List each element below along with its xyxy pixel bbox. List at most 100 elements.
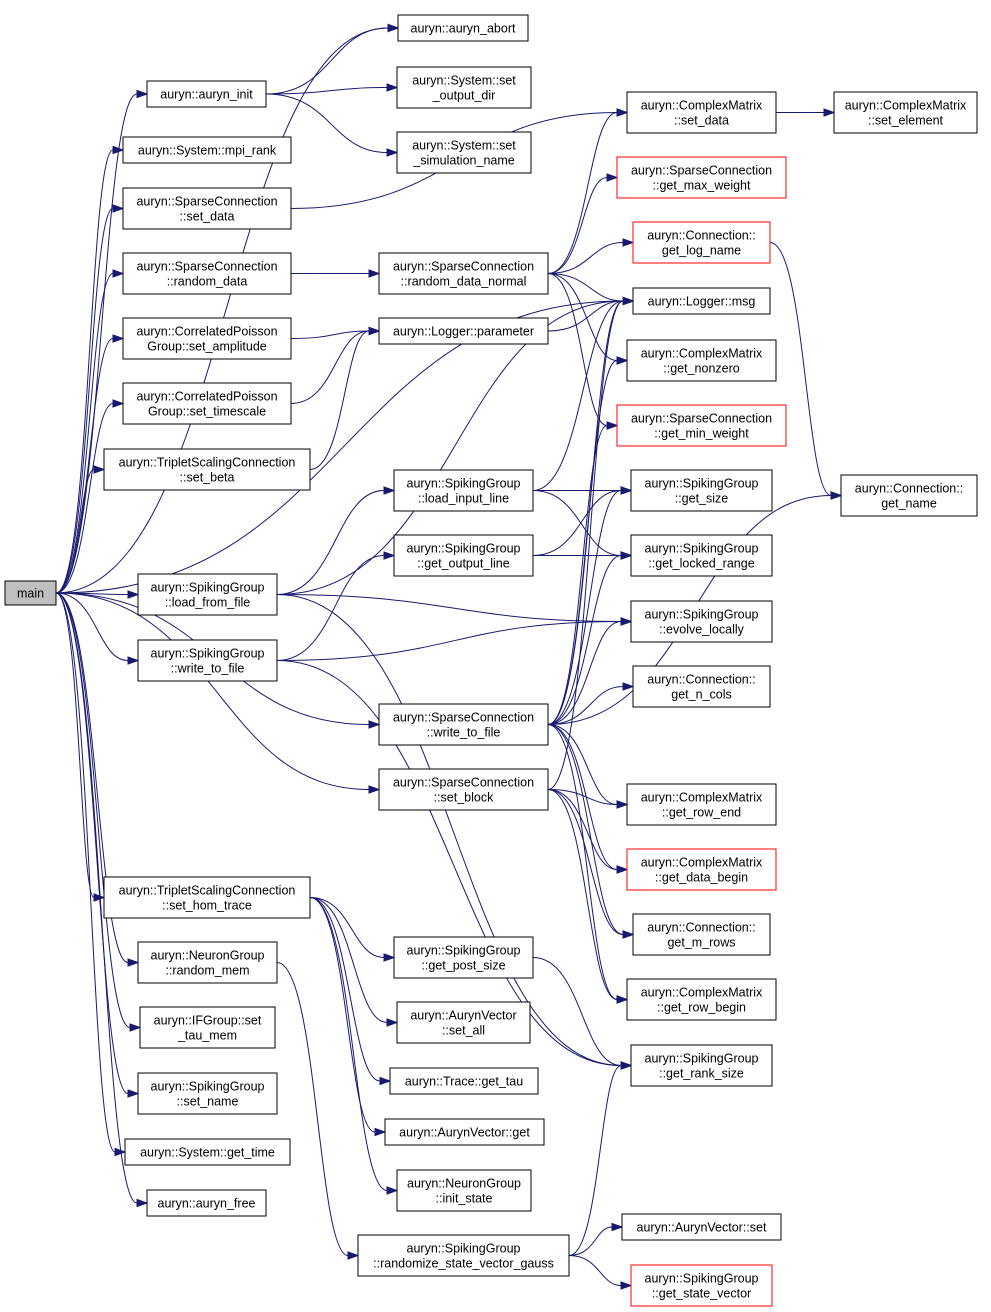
node-label: get_n_cols [671,688,731,702]
node-sc_wtf[interactable]: auryn::SparseConnection::write_to_file [378,703,549,746]
node-label: ::get_rank_size [659,1067,744,1081]
node-ng_randmem[interactable]: auryn::NeuronGroup::random_mem [137,941,278,984]
node-sc_maxw[interactable]: auryn::SparseConnection::get_max_weight [616,156,787,199]
node-box [378,703,549,746]
node-tsc_beta[interactable]: auryn::TripletScalingConnection::set_bet… [103,448,311,491]
node-c_mrows[interactable]: auryn::Connection::get_m_rows [632,913,771,956]
node-ng_init[interactable]: auryn::NeuronGroup::init_state [396,1169,532,1212]
node-abort[interactable]: auryn::auryn_abort [397,14,529,42]
node-label: ::load_input_line [418,492,509,506]
node-free[interactable]: auryn::auryn_free [146,1189,267,1217]
node-sc_block[interactable]: auryn::SparseConnection::set_block [378,768,549,811]
node-box [4,580,57,606]
node-c_getname[interactable]: auryn::Connection::get_name [840,474,978,517]
node-box [378,317,549,345]
node-box [139,1006,276,1049]
node-label: auryn::SpikingGroup [151,1080,265,1094]
node-box [616,156,787,199]
call-edges [55,23,843,1290]
node-label: Group::set_timescale [148,405,266,419]
node-box [632,287,771,315]
node-sg_locked[interactable]: auryn::SpikingGroup::get_locked_range [630,534,773,577]
node-label: auryn::SpikingGroup [407,477,521,491]
edge-sc_rdn-to-cm_setdata [547,108,629,274]
node-sg_statevec[interactable]: auryn::SpikingGroup::get_state_vector [630,1264,773,1307]
node-label: ::get_state_vector [652,1287,751,1301]
node-label: auryn::TripletScalingConnection [119,456,296,470]
node-cm_databegin[interactable]: auryn::ComplexMatrix::get_data_begin [626,848,777,891]
node-box [122,382,292,425]
node-label: ::init_state [436,1192,493,1206]
node-mpirank[interactable]: auryn::System::mpi_rank [122,136,292,164]
node-av_setall[interactable]: auryn::AurynVector::set_all [396,1001,531,1044]
edge-sc_randdata-to-sc_rdn [291,269,381,278]
node-sg_load[interactable]: auryn::SpikingGroup::load_from_file [137,573,278,616]
node-sc_setdata[interactable]: auryn::SparseConnection::set_data [122,187,292,230]
edge-sg_getout-to-sg_size [532,486,633,556]
edge-tsc_beta-to-logparam [309,326,381,470]
edge-sg_rsvg-to-av_set [568,1222,624,1256]
node-label: auryn::CorrelatedPoisson [136,325,277,339]
node-av_set[interactable]: auryn::AurynVector::set [621,1213,782,1241]
node-label: auryn::Connection:: [647,921,755,935]
node-if_tau[interactable]: auryn::IFGroup::set_tau_mem [139,1006,276,1049]
edge-sc_wtf-to-cm_databegin [547,724,629,874]
node-label: auryn::SparseConnection [393,711,534,725]
node-sg_getout[interactable]: auryn::SpikingGroup::get_output_line [393,534,534,577]
node-cm_rowbegin[interactable]: auryn::ComplexMatrix::get_row_begin [626,978,777,1021]
node-tsc_hom[interactable]: auryn::TripletScalingConnection::set_hom… [103,876,311,919]
node-gettime[interactable]: auryn::System::get_time [124,1138,291,1166]
node-c_ncols[interactable]: auryn::Connection::get_n_cols [632,665,771,708]
node-box [396,66,532,109]
node-logmsg[interactable]: auryn::Logger::msg [632,287,771,315]
edge-sc_block-to-cm_rowend [547,789,629,809]
node-sg_loadin[interactable]: auryn::SpikingGroup::load_input_line [393,469,534,512]
node-sc_minw[interactable]: auryn::SparseConnection::get_min_weight [616,404,787,447]
node-box [137,1072,278,1115]
node-init[interactable]: auryn::auryn_init [146,80,267,108]
node-sg_rsvg[interactable]: auryn::SpikingGroup::randomize_state_vec… [357,1234,570,1277]
node-label: auryn::System::get_time [140,1146,275,1160]
node-c_logname[interactable]: auryn::Connection::get_log_name [632,221,771,264]
node-simname[interactable]: auryn::System::set_simulation_name [396,131,532,174]
node-label: auryn::SpikingGroup [645,542,759,556]
edge-sc_block-to-logmsg [547,296,635,790]
node-cpg_amp[interactable]: auryn::CorrelatedPoissonGroup::set_ampli… [122,317,292,360]
node-main[interactable]: main [4,580,57,606]
node-label: ::evolve_locally [659,623,745,637]
node-sc_randdata[interactable]: auryn::SparseConnection::random_data [122,252,292,295]
node-box [384,1118,545,1146]
node-box [146,1189,267,1217]
node-av_get[interactable]: auryn::AurynVector::get [384,1118,545,1146]
node-sc_rdn[interactable]: auryn::SparseConnection::random_data_nor… [378,252,549,295]
node-sg_name[interactable]: auryn::SpikingGroup::set_name [137,1072,278,1115]
node-sg_evolve[interactable]: auryn::SpikingGroup::evolve_locally [630,600,773,643]
node-cm_nonzero[interactable]: auryn::ComplexMatrix::get_nonzero [626,339,777,382]
node-sg_ranksize[interactable]: auryn::SpikingGroup::get_rank_size [630,1044,773,1087]
node-label: Group::set_amplitude [147,340,267,354]
node-sg_size[interactable]: auryn::SpikingGroup::get_size [630,469,773,512]
node-cm_rowend[interactable]: auryn::ComplexMatrix::get_row_end [626,783,777,826]
node-label: auryn::SpikingGroup [151,647,265,661]
node-cpg_ts[interactable]: auryn::CorrelatedPoissonGroup::set_times… [122,382,292,425]
edge-sg_rsvg-to-sg_ranksize [568,1061,633,1256]
node-trace_tau[interactable]: auryn::Trace::get_tau [389,1067,539,1095]
node-box [632,665,771,708]
edge-main-to-mpirank [55,145,125,594]
node-box [122,252,292,295]
node-label: auryn::ComplexMatrix [641,986,763,1000]
edge-cpg_amp-to-logparam [290,326,381,339]
node-cm_setel[interactable]: auryn::ComplexMatrix::set_element [833,91,978,134]
edge-main-to-sc_randdata [55,269,125,594]
node-label: auryn::NeuronGroup [151,949,265,963]
node-outdir[interactable]: auryn::System::set_output_dir [396,66,532,109]
node-box [393,936,534,979]
node-cm_setdata[interactable]: auryn::ComplexMatrix::set_data [626,91,777,134]
node-sg_postsize[interactable]: auryn::SpikingGroup::get_post_size [393,936,534,979]
node-logparam[interactable]: auryn::Logger::parameter [378,317,549,345]
node-sg_write[interactable]: auryn::SpikingGroup::write_to_file [137,639,278,682]
node-label: auryn::TripletScalingConnection [119,884,296,898]
edge-tsc_hom-to-av_get [309,897,387,1137]
node-label: auryn::SpikingGroup [645,608,759,622]
